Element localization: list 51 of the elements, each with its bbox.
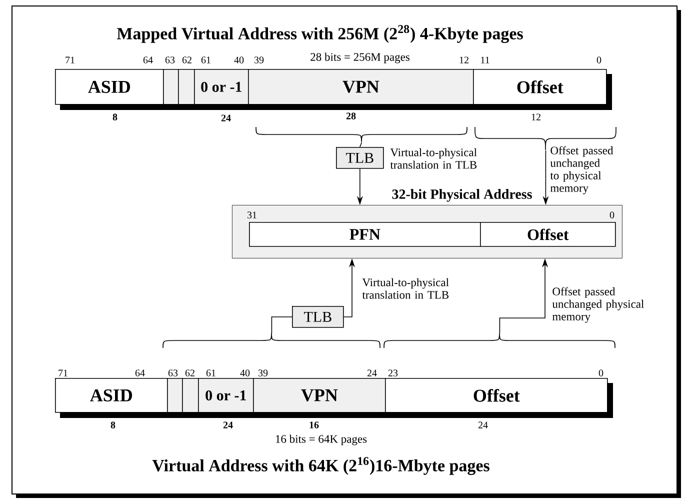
- register-field: ASID: [55, 378, 168, 413]
- field-width: 24: [223, 422, 233, 428]
- field-width: 16: [310, 422, 319, 428]
- bit-number: 61: [201, 56, 210, 64]
- bit-number: 62: [185, 370, 194, 376]
- title: Mapped Virtual Address with 256M (2$^{28}$) 4-Kbyte pages: [116, 25, 523, 43]
- bit-number: 40: [234, 56, 244, 64]
- bit-number: 0: [598, 370, 604, 376]
- bit-number: 39: [258, 370, 268, 376]
- register-field: [182, 378, 199, 413]
- connector-line: [271, 316, 292, 334]
- field-width: 8: [112, 114, 118, 120]
- brace: [256, 126, 468, 142]
- bit-number: 39: [254, 56, 264, 64]
- register-field: PFN: [249, 222, 481, 247]
- bit-number: 61: [206, 370, 216, 376]
- node-label: 32-bit Physical Address: [392, 189, 532, 202]
- caption: Virtual Address with 64K (2$^{16}$)16-Mbyte pages: [152, 457, 490, 475]
- note: 16 bits = 64K pages: [276, 434, 367, 446]
- bit-number: 62: [182, 56, 192, 64]
- connector-line: [360, 142, 362, 148]
- bit-number: 12: [460, 56, 468, 64]
- bit-number: 63: [165, 56, 175, 64]
- field-width: 24: [478, 422, 488, 428]
- bit-number: 31: [248, 212, 256, 218]
- register-field: ASID: [55, 69, 164, 105]
- bit-number: 11: [481, 56, 490, 64]
- field-width: 24: [221, 114, 231, 122]
- register-field: Offset: [473, 69, 607, 105]
- bit-number: 40: [240, 370, 250, 376]
- annotation: Virtual-to-physical translation in TLB: [390, 148, 477, 169]
- edge-label: Offset passed unchanged to physical memory: [550, 146, 614, 194]
- tlb-box: TLB: [292, 306, 344, 328]
- register-field: Offset: [385, 378, 608, 413]
- annotation: Virtual-to-physical translation in TLB: [362, 278, 449, 299]
- register-field: Offset: [480, 222, 616, 247]
- bit-number: 23: [388, 370, 398, 376]
- bit-number: 64: [135, 370, 145, 376]
- field-width: 28: [346, 112, 356, 120]
- bit-number: 64: [143, 56, 153, 64]
- edge-label: Offset passed unchanged physical memory: [552, 287, 644, 323]
- register-field: [167, 378, 183, 413]
- bit-number: 24: [367, 370, 377, 376]
- bit-number: 63: [168, 370, 178, 376]
- register-field: [163, 69, 179, 105]
- brace: [162, 332, 380, 348]
- tlb-box: TLB: [336, 147, 384, 169]
- field-width: 12: [532, 114, 540, 120]
- brace: [384, 332, 616, 348]
- register-field: [178, 69, 195, 105]
- field-width: 8: [110, 422, 116, 428]
